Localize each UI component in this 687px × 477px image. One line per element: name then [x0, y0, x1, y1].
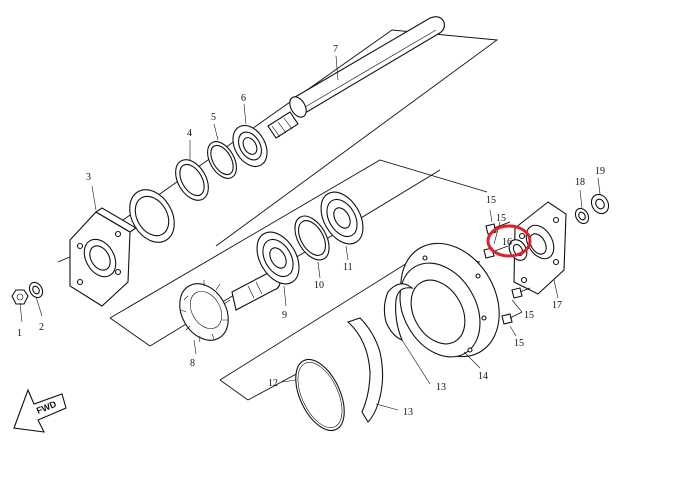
part-15-bolt-d [501, 311, 523, 325]
callout-7: 7 [333, 44, 338, 55]
callout-8: 8 [190, 358, 195, 369]
callout-13-lower: 13 [403, 407, 413, 418]
part-6-bearing [232, 124, 268, 168]
part-13-shim-upper [383, 283, 414, 341]
large-seal-ring [129, 189, 175, 243]
part-8-bevel-gear [179, 270, 281, 343]
part-10-snap-ring [294, 215, 330, 261]
callout-1: 1 [17, 328, 22, 339]
part-9-bearing [256, 231, 300, 285]
part-2-washer [28, 281, 44, 299]
part-3-flange-housing [69, 207, 138, 307]
callout-15-right: 15 [524, 310, 534, 321]
callout-15-upper: 15 [496, 213, 506, 224]
leader-lines [19, 55, 601, 411]
part-18-washer [574, 207, 590, 225]
callout-15-bottom: 15 [514, 338, 524, 349]
fwd-arrow: FWD [13, 388, 67, 433]
callout-11: 11 [343, 262, 353, 273]
part-4-seal [175, 159, 209, 201]
part-1-nut [11, 289, 29, 305]
callout-6: 6 [241, 93, 246, 104]
callout-4: 4 [187, 128, 192, 139]
part-17-rear-flange [513, 201, 567, 295]
part-5-snap-ring [207, 141, 237, 179]
callout-18: 18 [575, 177, 585, 188]
callout-10: 10 [314, 280, 324, 291]
callout-12: 12 [268, 378, 278, 389]
callout-19: 19 [595, 166, 605, 177]
part-19-nut [590, 193, 610, 215]
part-7-shaft [267, 16, 445, 139]
callout-15-top: 15 [486, 195, 496, 206]
part-14-cover-housing [399, 242, 500, 358]
callout-9: 9 [282, 310, 287, 321]
highlight-circle-part-16 [486, 224, 532, 258]
part-12-o-ring [295, 358, 345, 432]
part-11-bearing [320, 191, 364, 245]
callout-16: 16 [502, 237, 512, 248]
callout-3: 3 [86, 172, 91, 183]
callout-14: 14 [478, 371, 488, 382]
callout-17: 17 [552, 300, 562, 311]
callout-5: 5 [211, 112, 216, 123]
callout-13-upper: 13 [436, 382, 446, 393]
part-15-bolt-c [511, 287, 531, 299]
callout-2: 2 [39, 322, 44, 333]
part-13-shim-lower [346, 317, 384, 423]
